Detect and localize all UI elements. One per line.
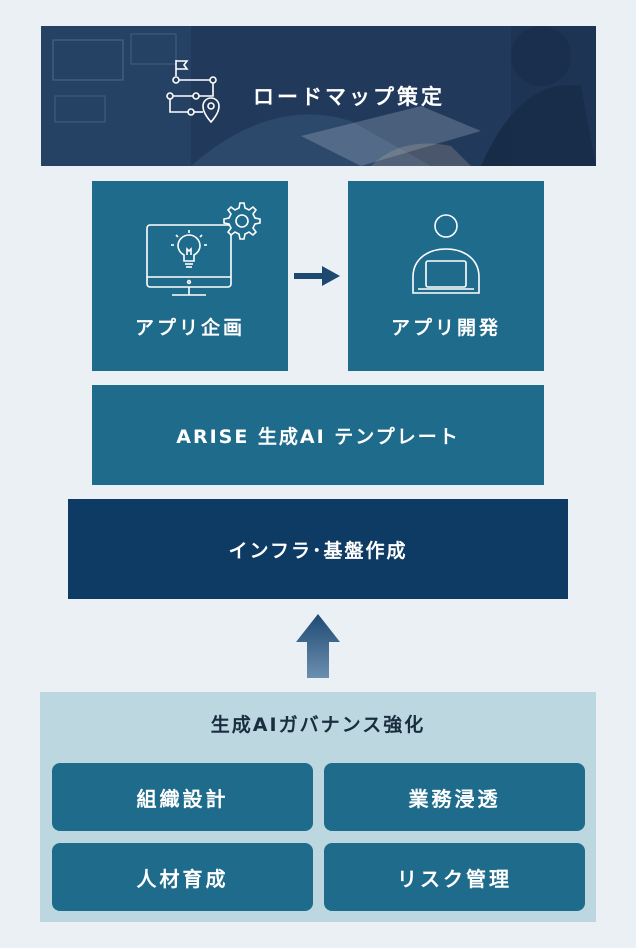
governance-item-business-adoption: 業務浸透 [324, 763, 585, 831]
app-development-box: アプリ開発 [348, 181, 544, 371]
governance-title: 生成AIガバナンス強化 [210, 714, 426, 736]
roadmap-route-icon [166, 60, 220, 124]
governance-panel: 生成AIガバナンス強化 組織設計 業務浸透 人材育成 リスク管理 [40, 692, 596, 922]
app-planning-box: アプリ企画 [92, 181, 288, 371]
meeting-background-image [41, 26, 596, 166]
governance-item-organization-design: 組織設計 [52, 763, 313, 831]
infra-box: インフラ･基盤作成 [68, 499, 568, 599]
monitor-lightbulb-gear-icon [146, 202, 261, 296]
template-label: ARISE 生成AI テンプレート [176, 425, 460, 448]
infra-label: インフラ･基盤作成 [228, 539, 408, 562]
arrow-up-icon [296, 614, 340, 678]
person-laptop-icon [412, 214, 480, 294]
governance-item-risk-management: リスク管理 [324, 843, 585, 911]
governance-item-talent-development: 人材育成 [52, 843, 313, 911]
template-box: ARISE 生成AI テンプレート [92, 385, 544, 485]
app-planning-label: アプリ企画 [134, 317, 245, 339]
roadmap-title: ロードマップ策定 [253, 85, 445, 109]
app-development-label: アプリ開発 [390, 317, 501, 339]
roadmap-banner: ロードマップ策定 [41, 26, 596, 166]
arrow-right-icon [294, 266, 340, 286]
